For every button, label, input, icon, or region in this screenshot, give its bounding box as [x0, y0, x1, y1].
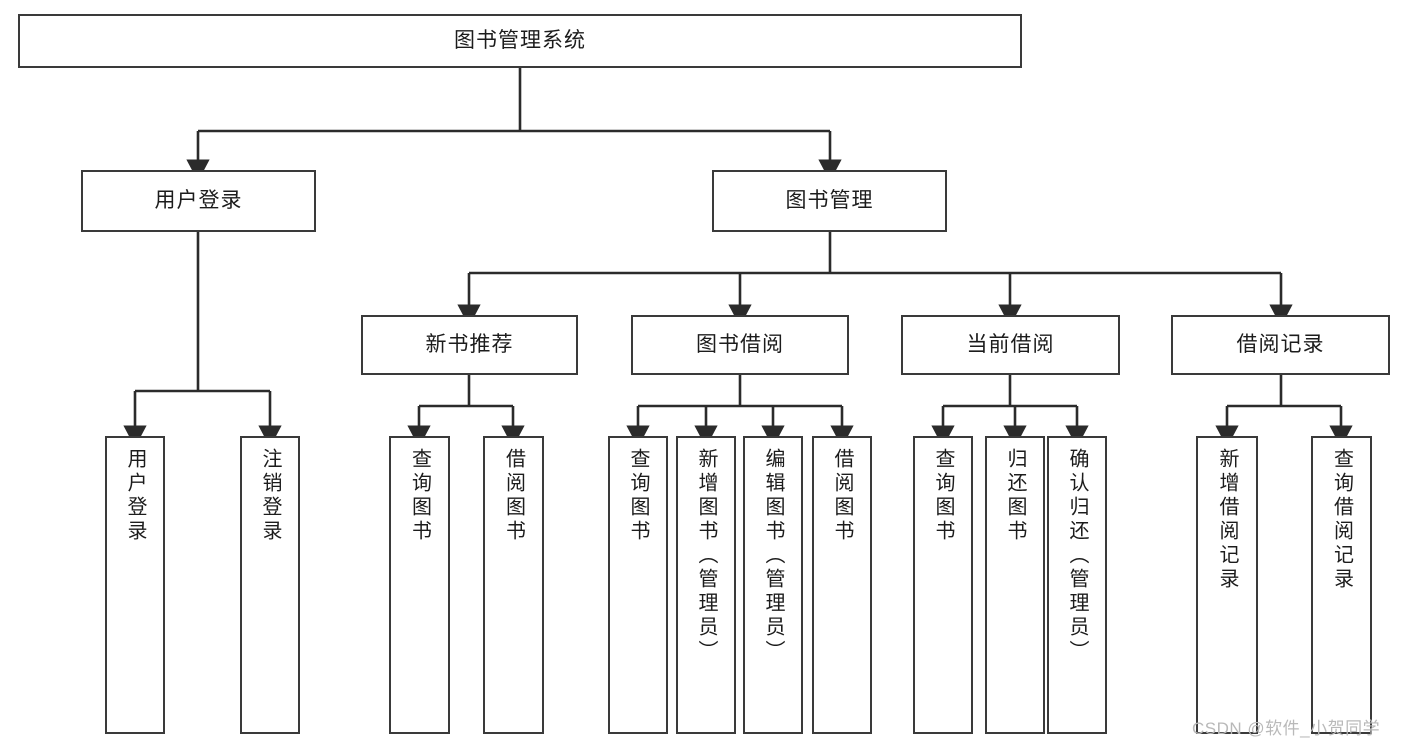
node-current-borrow[interactable]: 当前借阅 [901, 315, 1120, 375]
leaf-label: 查询图书 [932, 448, 954, 544]
leaf-label: 新增借阅记录 [1216, 448, 1238, 592]
leaf-node[interactable]: 注销登录 [240, 436, 300, 734]
node-new-book-recommend[interactable]: 新书推荐 [361, 315, 578, 375]
leaf-node[interactable]: 借阅图书 [812, 436, 872, 734]
leaf-label: 归还图书 [1004, 448, 1026, 544]
csdn-watermark: CSDN @软件_小贺同学 [1192, 719, 1381, 738]
leaf-label: 查询图书 [627, 448, 649, 544]
leaf-node[interactable]: 查询借阅记录 [1311, 436, 1372, 734]
node-root-system[interactable]: 图书管理系统 [18, 14, 1022, 68]
node-label: 当前借阅 [966, 333, 1055, 357]
leaf-node[interactable]: 确认归还（管理员） [1047, 436, 1107, 734]
leaf-node[interactable]: 归还图书 [985, 436, 1045, 734]
leaf-node[interactable]: 查询图书 [913, 436, 973, 734]
leaf-label: 用户登录 [124, 448, 146, 544]
node-label: 新书推荐 [425, 333, 514, 357]
leaf-node[interactable]: 新增图书（管理员） [676, 436, 736, 734]
node-label: 借阅记录 [1236, 333, 1325, 357]
leaf-label: 编辑图书（管理员） [762, 448, 784, 664]
node-book-management[interactable]: 图书管理 [712, 170, 947, 232]
leaf-label: 借阅图书 [502, 448, 525, 544]
node-root-label: 图书管理系统 [454, 29, 586, 53]
leaf-node[interactable]: 借阅图书 [483, 436, 544, 734]
node-borrow-record[interactable]: 借阅记录 [1171, 315, 1390, 375]
leaf-node[interactable]: 新增借阅记录 [1196, 436, 1258, 734]
node-label: 图书管理 [785, 189, 874, 213]
leaf-label: 注销登录 [259, 448, 281, 544]
leaf-node[interactable]: 编辑图书（管理员） [743, 436, 803, 734]
leaf-label: 新增图书（管理员） [695, 448, 717, 664]
node-label: 图书借阅 [696, 333, 784, 357]
leaf-label: 确认归还（管理员） [1066, 448, 1088, 664]
node-book-borrow[interactable]: 图书借阅 [631, 315, 849, 375]
node-label: 用户登录 [154, 189, 243, 213]
leaf-node[interactable]: 查询图书 [608, 436, 668, 734]
leaf-node[interactable]: 查询图书 [389, 436, 450, 734]
node-user-login[interactable]: 用户登录 [81, 170, 316, 232]
leaf-node[interactable]: 用户登录 [105, 436, 165, 734]
leaf-label: 查询借阅记录 [1330, 448, 1353, 592]
leaf-label: 借阅图书 [831, 448, 853, 544]
leaf-label: 查询图书 [408, 448, 431, 544]
